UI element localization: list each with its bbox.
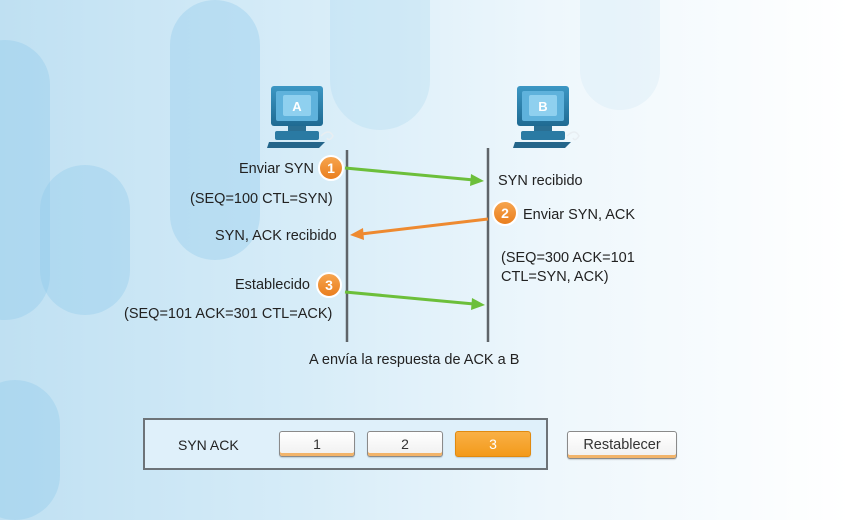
host-a-letter: A	[292, 99, 302, 114]
established-label: Establecido	[235, 277, 310, 293]
send-syn-label: Enviar SYN	[239, 161, 314, 177]
syn-seq-label: (SEQ=100 CTL=SYN)	[190, 191, 333, 207]
background-shape	[330, 0, 430, 130]
step-badge-1: 1	[318, 155, 344, 181]
send-synack-label: Enviar SYN, ACK	[523, 207, 636, 223]
background-shape	[170, 0, 260, 260]
ack-arrow	[344, 290, 485, 310]
background-shape	[0, 380, 60, 520]
diagram-caption: A envía la respuesta de ACK a B	[309, 352, 520, 368]
step-1-button[interactable]: 1	[279, 431, 355, 457]
step-badge-3: 3	[316, 272, 342, 298]
reset-button[interactable]: Restablecer	[567, 431, 677, 459]
step-3-button[interactable]: 3	[455, 431, 531, 457]
ack-seq-label: (SEQ=101 ACK=301 CTL=ACK)	[124, 306, 333, 322]
handshake-diagram: A B 1 2 3	[267, 86, 580, 342]
syn-received-label: SYN recibido	[498, 173, 583, 189]
background-shape	[0, 40, 50, 320]
svg-text:1: 1	[327, 160, 335, 176]
background-shape	[580, 0, 660, 110]
syn-arrow	[344, 166, 484, 186]
synack-seq-line2: CTL=SYN, ACK)	[501, 269, 609, 285]
step-badge-2: 2	[492, 200, 518, 226]
svg-text:3: 3	[325, 277, 333, 293]
computer-a-icon: A	[267, 86, 334, 148]
synack-arrow	[350, 217, 489, 240]
step-2-button[interactable]: 2	[367, 431, 443, 457]
panel-label: SYN ACK	[178, 437, 239, 453]
background-shape	[40, 165, 130, 315]
host-b-letter: B	[538, 99, 547, 114]
computer-b-icon: B	[513, 86, 580, 148]
svg-text:2: 2	[501, 205, 509, 221]
synack-received-label: SYN, ACK recibido	[215, 228, 337, 244]
synack-seq-line1: (SEQ=300 ACK=101	[501, 250, 635, 266]
